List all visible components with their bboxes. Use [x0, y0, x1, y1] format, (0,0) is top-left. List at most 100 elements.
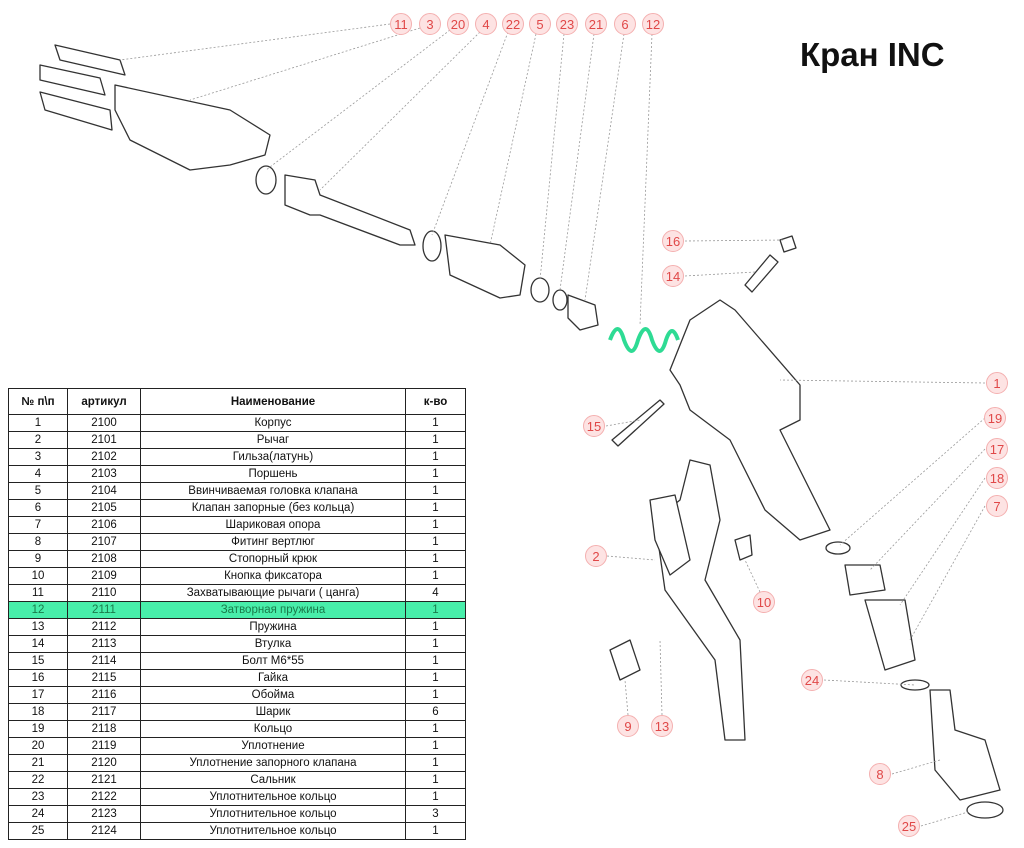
cell-name: Гильза(латунь): [140, 448, 406, 466]
cell-name: Уплотнение: [140, 737, 406, 755]
cell-article: 2103: [67, 465, 141, 483]
cell-article: 2119: [67, 737, 141, 755]
cell-name: Кнопка фиксатора: [140, 567, 406, 585]
cell-number: 11: [8, 584, 68, 602]
callout-23: 23: [556, 13, 578, 35]
cell-article: 2122: [67, 788, 141, 806]
cell-article: 2113: [67, 635, 141, 653]
part-ball-support: [864, 599, 916, 671]
cell-number: 15: [8, 652, 68, 670]
cell-number: 25: [8, 822, 68, 840]
cell-article: 2104: [67, 482, 141, 500]
cell-name: Захватывающие рычаги ( цанга): [140, 584, 406, 602]
cell-number: 21: [8, 754, 68, 772]
cell-quantity: 1: [405, 737, 466, 755]
part-valve-head: [444, 234, 526, 299]
cell-name: Уплотнительное кольцо: [140, 788, 406, 806]
cell-article: 2124: [67, 822, 141, 840]
part-cage: [844, 564, 886, 596]
callout-1: 1: [986, 372, 1008, 394]
callout-14: 14: [662, 265, 684, 287]
cell-quantity: 1: [405, 720, 466, 738]
cell-quantity: 1: [405, 635, 466, 653]
header-number: № п\п: [8, 388, 68, 415]
cell-name: Шарик: [140, 703, 406, 721]
cell-quantity: 1: [405, 669, 466, 687]
cell-number: 3: [8, 448, 68, 466]
callout-13: 13: [651, 715, 673, 737]
callout-22: 22: [502, 13, 524, 35]
cell-name: Стопорный крюк: [140, 550, 406, 568]
part-nut: [779, 235, 797, 253]
cell-number: 10: [8, 567, 68, 585]
callout-25: 25: [898, 815, 920, 837]
cell-article: 2112: [67, 618, 141, 636]
part-piston: [284, 174, 416, 246]
callout-19: 19: [984, 407, 1006, 429]
part-sleeve: [114, 84, 271, 171]
cell-article: 2100: [67, 414, 141, 432]
part-body: [669, 299, 831, 541]
table-header-row: № п\п артикул Наименование к-во: [8, 388, 466, 415]
cell-quantity: 1: [405, 567, 466, 585]
part-collet-lever: [39, 64, 106, 96]
cell-quantity: 1: [405, 414, 466, 432]
cell-quantity: 1: [405, 822, 466, 840]
part-gland: [422, 230, 442, 262]
cell-quantity: 1: [405, 754, 466, 772]
cell-number: 23: [8, 788, 68, 806]
cell-article: 2106: [67, 516, 141, 534]
header-quantity: к-во: [405, 388, 466, 415]
cell-number: 5: [8, 482, 68, 500]
cell-number: 19: [8, 720, 68, 738]
callout-18: 18: [986, 467, 1008, 489]
cell-number: 9: [8, 550, 68, 568]
callout-16: 16: [662, 230, 684, 252]
cell-number: 8: [8, 533, 68, 551]
cell-name: Болт М6*55: [140, 652, 406, 670]
part-seal-23: [530, 277, 550, 303]
cell-quantity: 1: [405, 431, 466, 449]
cell-name: Корпус: [140, 414, 406, 432]
cell-quantity: 1: [405, 652, 466, 670]
cell-name: Рычаг: [140, 431, 406, 449]
cell-name: Обойма: [140, 686, 406, 704]
cell-name: Кольцо: [140, 720, 406, 738]
cell-article: 2105: [67, 499, 141, 517]
cell-quantity: 1: [405, 618, 466, 636]
cell-quantity: 1: [405, 601, 466, 619]
cell-quantity: 1: [405, 516, 466, 534]
callout-7: 7: [986, 495, 1008, 517]
cell-article: 2111: [67, 601, 141, 619]
callout-11: 11: [390, 13, 412, 35]
cell-name: Гайка: [140, 669, 406, 687]
cell-name: Пружина: [140, 618, 406, 636]
cell-number: 18: [8, 703, 68, 721]
cell-name: Клапан запорные (без кольца): [140, 499, 406, 517]
cell-article: 2118: [67, 720, 141, 738]
cell-quantity: 1: [405, 533, 466, 551]
cell-article: 2109: [67, 567, 141, 585]
part-fitting: [929, 689, 1001, 801]
cell-quantity: 1: [405, 448, 466, 466]
callout-3: 3: [419, 13, 441, 35]
cell-name: Уплотнение запорного клапана: [140, 754, 406, 772]
cell-name: Уплотнительное кольцо: [140, 805, 406, 823]
cell-number: 17: [8, 686, 68, 704]
cell-article: 2120: [67, 754, 141, 772]
